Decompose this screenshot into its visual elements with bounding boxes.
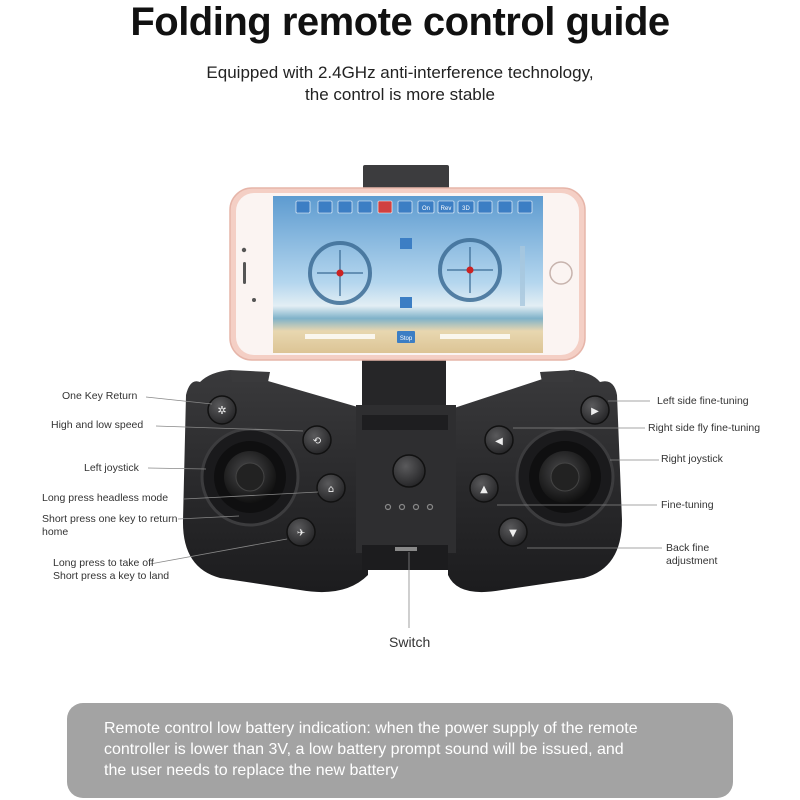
- label-left-joystick: Left joystick: [84, 462, 139, 474]
- svg-text:⟲: ⟲: [313, 436, 322, 447]
- phone-camera: [241, 247, 247, 253]
- label-high-low-speed: High and low speed: [51, 419, 144, 431]
- label-one-key-return: One Key Return: [62, 390, 138, 402]
- page-title: Folding remote control guide: [130, 0, 670, 44]
- label-switch: Switch: [389, 634, 431, 650]
- label-left-side-fine-tuning: Left side fine-tuning: [657, 395, 749, 407]
- label-land: Short press a key to land: [53, 570, 170, 582]
- phone-screen: [273, 196, 543, 353]
- screen-top-icons: On Rev 3D: [295, 200, 533, 214]
- speed-button: ⟲: [302, 425, 332, 455]
- left-side-fine-tuning-button: ▶: [580, 395, 610, 425]
- svg-text:✈: ✈: [297, 528, 305, 539]
- one-key-return-button: ✲: [207, 395, 237, 425]
- subtitle: Equipped with 2.4GHz anti-interference t…: [0, 62, 800, 106]
- phone-speaker: [243, 262, 246, 284]
- label-fine-tuning: Fine-tuning: [661, 499, 714, 511]
- fine-tuning-button: ▲: [469, 473, 499, 503]
- label-take-off: Long press to take off: [53, 557, 154, 569]
- label-return-home-line-2: home: [42, 526, 69, 538]
- label-back-fine-line-1: Back fine: [666, 542, 710, 554]
- svg-text:▲: ▲: [480, 484, 488, 495]
- svg-text:✲: ✲: [217, 404, 226, 417]
- label-back-fine-line-2: adjustment: [666, 555, 718, 567]
- note-line-3: the user needs to replace the new batter…: [104, 762, 399, 779]
- svg-text:▼: ▼: [509, 528, 517, 539]
- takeoff-land-button: ✈: [286, 517, 316, 547]
- low-battery-note: Remote control low battery indication: w…: [67, 703, 733, 798]
- label-headless-mode: Long press headless mode: [42, 492, 169, 504]
- svg-text:⌂: ⌂: [328, 484, 334, 495]
- note-line-1: Remote control low battery indication: w…: [104, 720, 638, 737]
- battery-indicator-leds: [384, 503, 434, 511]
- power-switch-button: [392, 454, 426, 488]
- right-joystick: [515, 427, 615, 527]
- headless-mode-button: ⌂: [316, 473, 346, 503]
- label-return-home: Short press one key to return home: [42, 513, 177, 539]
- screen-stop-button: Stop: [400, 336, 413, 342]
- leader-lines: [145, 396, 662, 628]
- phone: On Rev 3D Stop: [229, 187, 586, 361]
- label-takeoff-land: Long press to take off Short press a key…: [53, 557, 169, 583]
- note-line-2: controller is lower than 3V, a low batte…: [104, 741, 624, 758]
- icon-on: On: [422, 206, 430, 212]
- subtitle-line-1: Equipped with 2.4GHz anti-interference t…: [206, 63, 594, 82]
- label-back-fine-adjustment: Back fine adjustment: [666, 542, 717, 568]
- phone-home-button: [549, 261, 573, 285]
- label-right-side-fly-fine-tuning: Right side fly fine-tuning: [648, 422, 761, 434]
- svg-text:◀: ◀: [495, 436, 503, 447]
- subtitle-line-2: the control is more stable: [305, 85, 495, 104]
- icon-rev: Rev: [441, 206, 452, 212]
- controller-body: [182, 370, 622, 593]
- icon-3d: 3D: [462, 206, 470, 212]
- phone-clamp-top: [363, 165, 449, 192]
- label-right-joystick: Right joystick: [661, 453, 723, 465]
- label-return-home-line-1: Short press one key to return: [42, 513, 178, 525]
- right-side-fly-fine-tuning-button: ◀: [484, 425, 514, 455]
- back-fine-adjustment-button: ▼: [498, 517, 528, 547]
- left-joystick: [200, 427, 300, 527]
- svg-text:▶: ▶: [591, 406, 599, 417]
